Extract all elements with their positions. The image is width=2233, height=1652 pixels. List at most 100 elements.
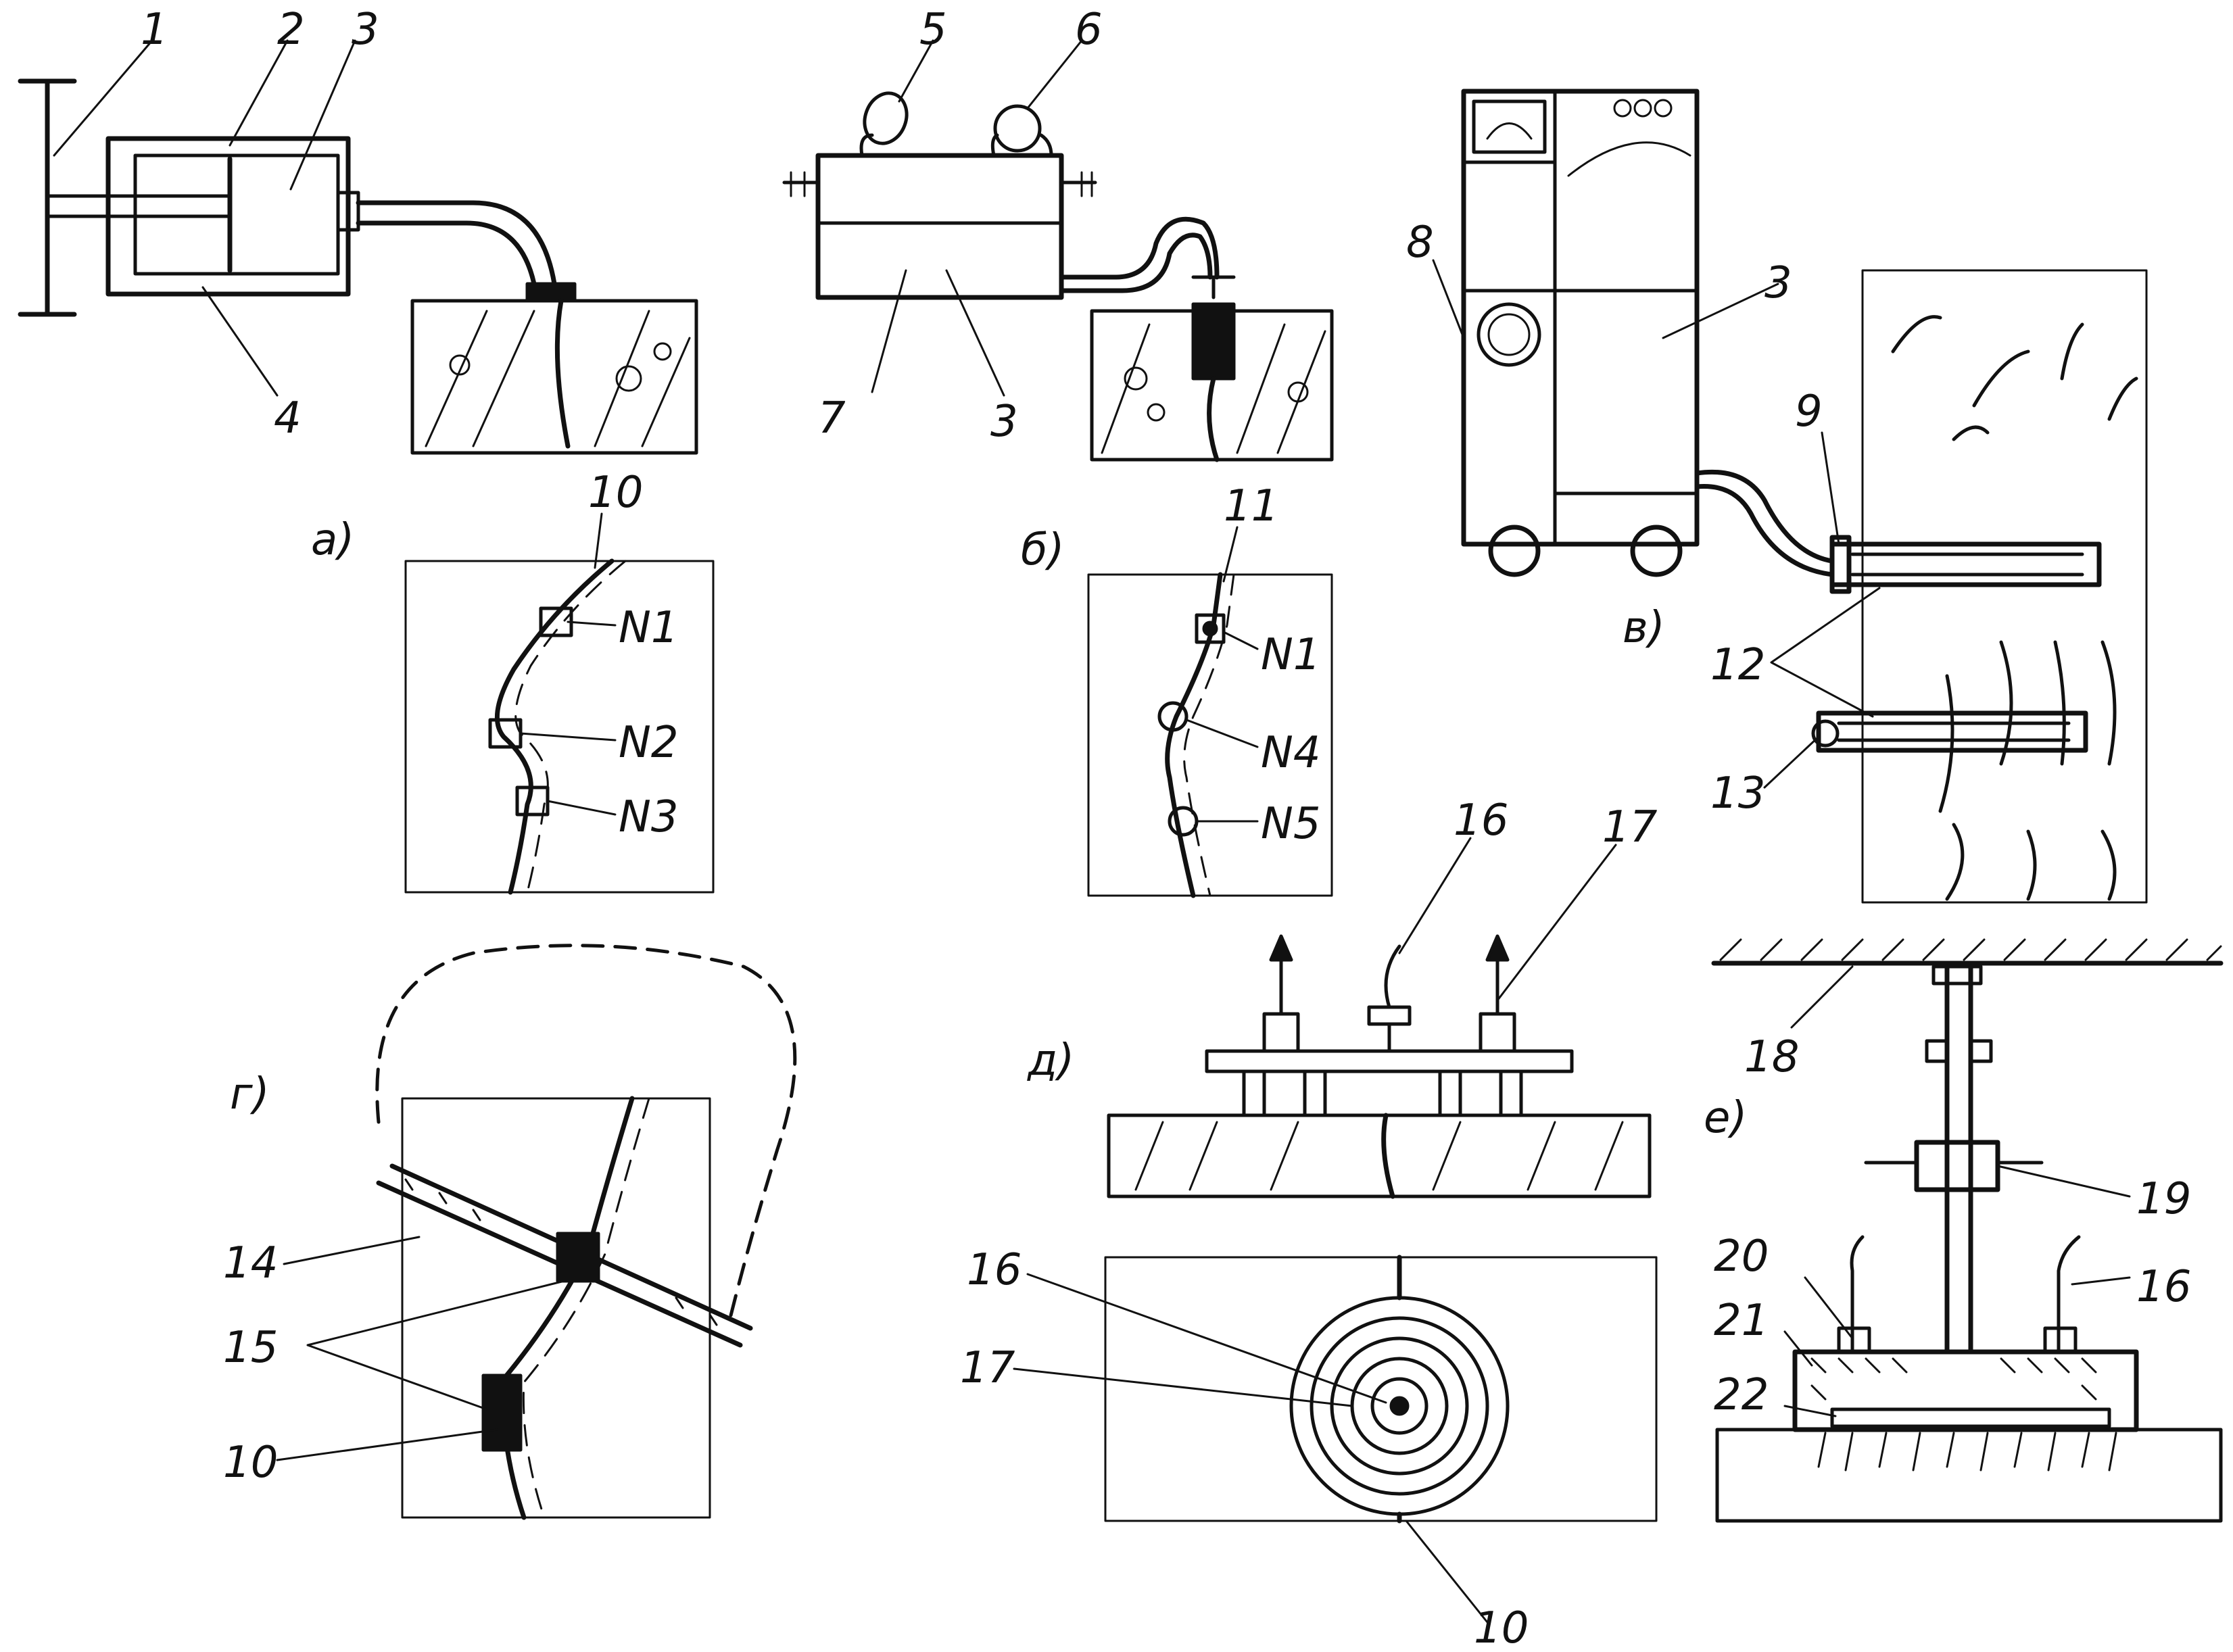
leader-node	[546, 800, 617, 816]
injection-port	[1367, 1005, 1412, 1026]
label-10b: 10	[223, 1438, 278, 1488]
label-6: 6	[1075, 5, 1103, 55]
label-14: 14	[223, 1238, 278, 1288]
leader-4	[201, 286, 279, 397]
aggregate	[449, 354, 471, 376]
label-21: 21	[1714, 1296, 1769, 1346]
indicator-light	[1613, 99, 1632, 118]
concrete-hatch-a	[425, 310, 691, 447]
plan-fragment-d	[1104, 1256, 1658, 1522]
panel-d-surface-packer: 16 17 16 17 10 д)	[960, 796, 1658, 1652]
label-22: 22	[1714, 1370, 1769, 1420]
leader-5	[898, 39, 934, 103]
node-label-n3: N3	[619, 792, 679, 842]
label-3c: 3	[1764, 258, 1792, 308]
gauge-5	[863, 91, 909, 145]
base-slab-e	[1715, 1428, 2223, 1523]
pump-body	[815, 153, 1064, 300]
panel-b-pump: 5 6 7 3	[782, 5, 1334, 462]
packer-ring	[1330, 1336, 1469, 1476]
leader-13	[1763, 735, 1820, 789]
packer-12-lower	[1816, 710, 2088, 753]
panel-b-crack-plan: N1 N4 N5 11 б)	[1021, 481, 1333, 898]
anchor-15-lower	[481, 1374, 523, 1452]
leader-10	[594, 512, 603, 569]
indicator-light	[1654, 99, 1673, 118]
aggregate	[1287, 381, 1309, 403]
packer-leg	[1303, 1069, 1327, 1117]
bar-hatch	[404, 1178, 718, 1326]
label-5: 5	[919, 5, 947, 55]
crack-d	[1381, 1113, 1395, 1199]
hose-b	[1059, 216, 1220, 293]
panel-label-g: г)	[230, 1069, 270, 1119]
column-head	[1931, 965, 1983, 986]
concrete-slab-d	[1107, 1113, 1652, 1198]
support-column	[1944, 964, 1973, 1355]
aggregate	[615, 365, 642, 392]
port-marks	[790, 171, 1093, 197]
gauge-dial	[1486, 122, 1533, 140]
packer-12-upper	[1829, 541, 2102, 587]
label-16b: 16	[967, 1245, 1022, 1295]
label-20: 20	[1714, 1232, 1769, 1282]
label-11: 11	[1224, 481, 1278, 531]
leader-17a	[1496, 844, 1617, 1002]
node-label-n4: N4	[1261, 728, 1321, 778]
concrete-hatch-b	[1101, 323, 1326, 454]
leader-11	[1222, 526, 1239, 583]
leader-node	[1222, 631, 1259, 650]
fitting-20	[2043, 1326, 2078, 1354]
panel-label-d: д)	[1027, 1036, 1074, 1086]
leader-14	[283, 1236, 421, 1265]
clamp-screw-19	[1914, 1140, 2000, 1192]
indicator-light	[1633, 99, 1652, 118]
label-16a: 16	[1454, 796, 1508, 846]
anchor-15-upper	[556, 1232, 600, 1283]
gasket-22	[1830, 1407, 2111, 1428]
panel-a-crack-plan: N1 N2 N3 10 а)	[311, 468, 715, 895]
cart-body	[1461, 89, 1700, 547]
leader-3	[289, 39, 356, 191]
arrow-heads	[1269, 934, 1510, 962]
label-13: 13	[1710, 769, 1765, 819]
nut-13	[1811, 719, 1840, 748]
node-label-n5: N5	[1261, 799, 1321, 849]
gauge-6	[993, 104, 1042, 153]
label-9: 9	[1795, 387, 1823, 437]
leader-21	[1783, 1330, 1813, 1367]
packer-flange	[1829, 535, 1852, 594]
packer-ring	[1370, 1377, 1428, 1435]
node-ring	[1168, 806, 1199, 837]
leader-9	[1821, 431, 1840, 545]
panel-label-b: б)	[1021, 525, 1064, 575]
drum-inner	[1487, 313, 1531, 356]
leader-16c	[2071, 1276, 2131, 1286]
wheel	[1488, 525, 1541, 577]
cylinder-2	[105, 136, 351, 297]
packer-cap	[1191, 275, 1236, 299]
pressure-gauge-panel	[1472, 99, 1547, 154]
wall-fragment-a	[404, 560, 715, 894]
injection-zone-outline	[375, 944, 797, 1320]
label-2: 2	[277, 5, 305, 55]
crack-line-a	[494, 558, 615, 895]
vent-port	[1262, 1012, 1300, 1053]
node-label-n2: N2	[619, 718, 679, 768]
cylinder-inner	[133, 153, 340, 276]
leader-10b	[276, 1428, 498, 1461]
drum-8	[1476, 302, 1541, 367]
fitting-20	[1837, 1326, 1871, 1354]
leader-8	[1432, 259, 1465, 339]
gauge-stems	[859, 133, 1053, 157]
leader-15	[306, 1280, 566, 1411]
label-10c: 10	[1474, 1603, 1529, 1652]
packer-leg	[1438, 1069, 1462, 1117]
crack-line-g	[500, 1096, 635, 1520]
packer-core	[1837, 721, 2071, 742]
leader-node	[1185, 719, 1259, 748]
leader-16b	[1026, 1273, 1387, 1404]
hoses-16	[1850, 1235, 2081, 1354]
